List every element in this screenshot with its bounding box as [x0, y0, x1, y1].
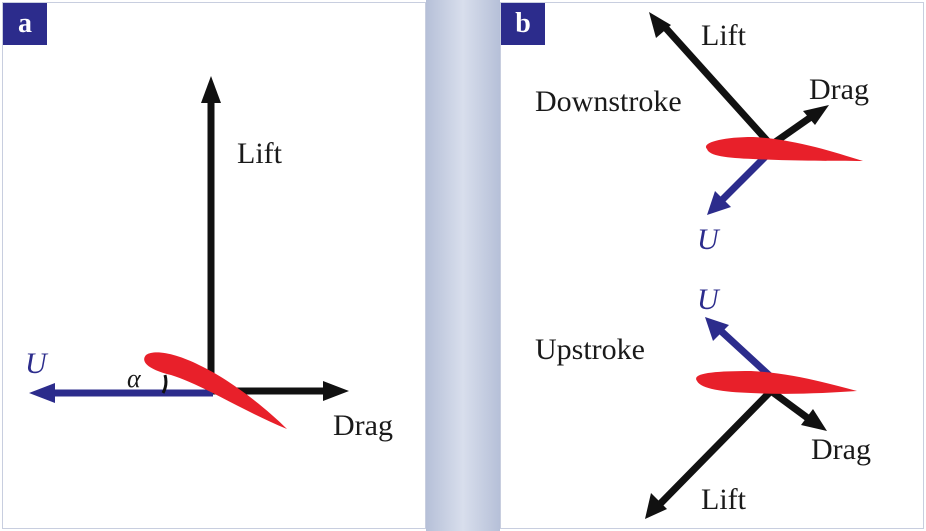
downstroke-group: Lift Drag Downstroke U: [535, 12, 869, 256]
upstroke-drag-arrowhead: [801, 409, 827, 431]
velocity-arrowhead: [29, 383, 55, 403]
upstroke-velocity-label: U: [697, 283, 721, 316]
panel-a-diagram: Lift Drag U α: [25, 76, 393, 442]
panel-b-badge: b: [501, 3, 545, 45]
angle-label: α: [127, 364, 142, 393]
downstroke-lift-arrowhead: [649, 12, 671, 38]
upstroke-drag-label: Drag: [811, 433, 871, 466]
upstroke-velocity-arrow: [718, 328, 774, 380]
downstroke-drag-arrowhead: [803, 105, 829, 125]
downstroke-lift-label: Lift: [701, 19, 747, 52]
drag-arrowhead: [323, 381, 349, 401]
downstroke-drag-label: Drag: [809, 73, 869, 106]
downstroke-lift-arrow: [660, 22, 774, 148]
upstroke-drag-arrow: [768, 388, 812, 422]
drag-label: Drag: [333, 409, 393, 442]
upstroke-velocity-arrowhead: [705, 317, 729, 341]
panel-a-badge: a: [3, 3, 47, 45]
downstroke-title: Downstroke: [535, 85, 682, 118]
downstroke-airfoil: [705, 137, 863, 161]
panel-gutter: [426, 0, 500, 531]
lift-label: Lift: [237, 137, 283, 170]
upstroke-lift-label: Lift: [701, 483, 747, 516]
panel-b: b Lift Drag Downstroke U: [500, 2, 924, 529]
lift-arrowhead: [201, 76, 221, 103]
velocity-label: U: [25, 347, 49, 380]
upstroke-title: Upstroke: [535, 333, 645, 366]
upstroke-group: U Upstroke Drag Lift: [535, 283, 871, 519]
upstroke-airfoil: [696, 371, 857, 394]
airfoil: [144, 352, 287, 429]
panel-a: a Lift Drag U α: [2, 2, 426, 529]
downstroke-velocity-label: U: [697, 223, 721, 256]
upstroke-lift-arrowhead: [645, 493, 667, 519]
panel-b-diagram: Lift Drag Downstroke U U Upstr: [535, 12, 871, 519]
downstroke-velocity-arrowhead: [707, 191, 731, 215]
angle-arc: [161, 374, 168, 394]
upstroke-lift-arrow: [656, 388, 774, 508]
